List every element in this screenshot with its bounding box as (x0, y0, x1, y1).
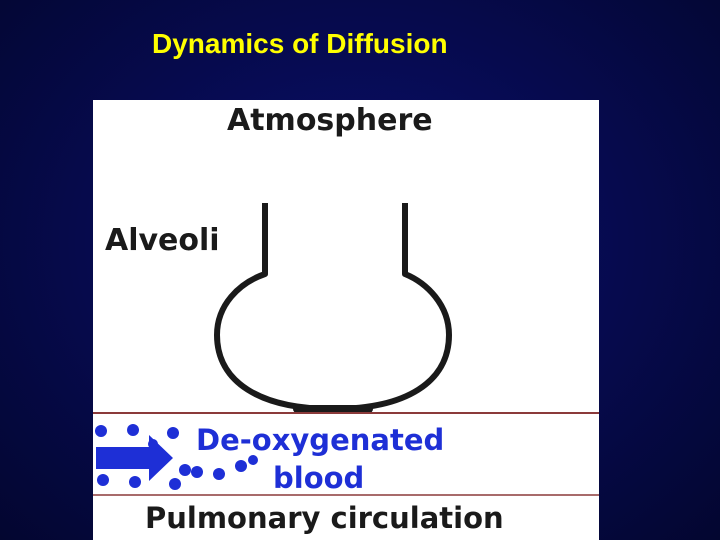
atmosphere-label: Atmosphere (227, 103, 433, 138)
particle (95, 425, 107, 437)
blood-label-line1: De-oxygenated (196, 423, 444, 457)
pulmonary-circulation-label: Pulmonary circulation (145, 501, 504, 535)
slide-title: Dynamics of Diffusion (152, 28, 448, 59)
alveolus-contact (293, 405, 373, 413)
particle (169, 478, 181, 490)
particle (235, 460, 247, 472)
diagram-panel (93, 100, 599, 540)
diagram-canvas: Atmosphere Alveoli De-oxygenated blood (93, 100, 599, 540)
alveoli-label: Alveoli (105, 223, 220, 258)
blood-particles (95, 424, 258, 490)
particle (167, 427, 179, 439)
particle (248, 455, 258, 465)
particle (97, 474, 109, 486)
particle (179, 464, 191, 476)
particle (127, 424, 139, 436)
particle (213, 468, 225, 480)
particle (191, 466, 203, 478)
particle (148, 439, 158, 449)
particle (129, 476, 141, 488)
blood-label-line2: blood (273, 461, 364, 495)
diffusion-diagram: Atmosphere Alveoli De-oxygenated blood (93, 100, 599, 540)
